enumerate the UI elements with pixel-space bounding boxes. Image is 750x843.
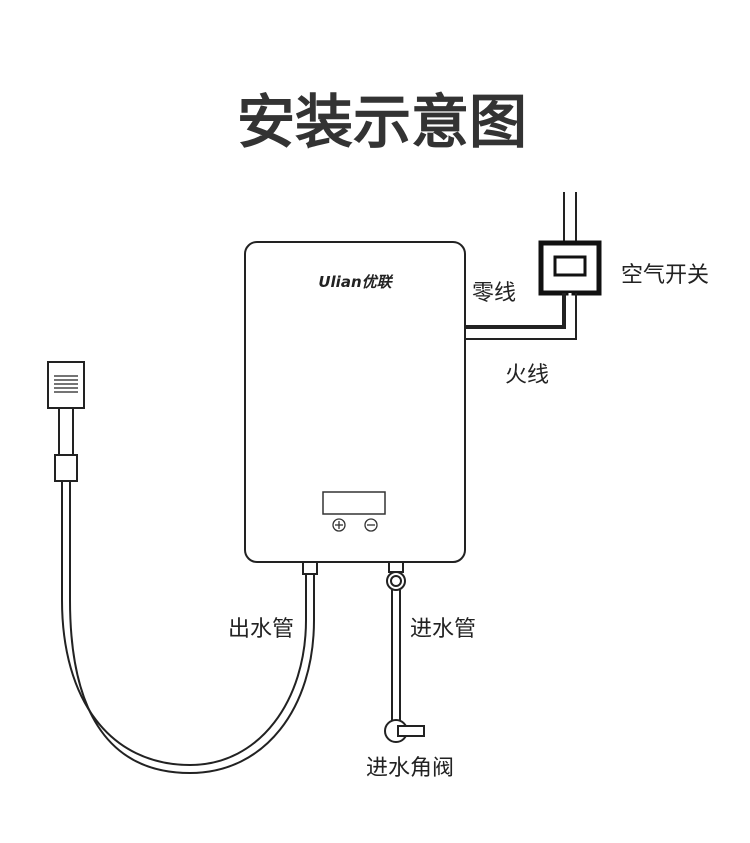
label-outlet-pipe: 出水管 xyxy=(228,617,294,642)
brand-logo: Ulian优联 xyxy=(318,273,393,291)
plus-button-icon[interactable] xyxy=(332,518,346,532)
power-supply-line xyxy=(563,192,577,245)
label-inlet-valve: 进水角阀 xyxy=(366,756,454,781)
water-heater: Ulian优联 xyxy=(244,241,466,563)
shower-head-icon xyxy=(47,361,85,482)
outlet-pipe xyxy=(61,482,318,775)
display-screen xyxy=(322,491,386,515)
minus-button-icon[interactable] xyxy=(364,518,378,532)
air-switch xyxy=(538,240,602,296)
inlet-pipe xyxy=(386,561,406,722)
label-inlet-pipe: 进水管 xyxy=(410,617,476,642)
label-neutral-wire: 零线 xyxy=(472,281,516,306)
live-wire xyxy=(465,293,577,340)
inlet-angle-valve-icon xyxy=(384,719,425,743)
label-air-switch: 空气开关 xyxy=(621,263,709,288)
label-live-wire: 火线 xyxy=(505,363,549,388)
page-title: 安装示意图 xyxy=(237,88,527,156)
neutral-wire xyxy=(465,293,566,329)
